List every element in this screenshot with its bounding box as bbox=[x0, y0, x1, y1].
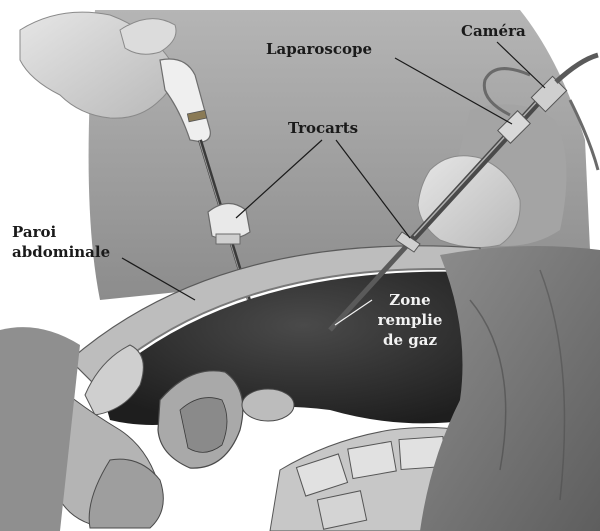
label-gas-zone-line1: Zone bbox=[364, 290, 456, 310]
label-laparoscope: Laparoscope bbox=[266, 40, 372, 58]
label-trocarts: Trocarts bbox=[288, 119, 358, 137]
label-gas-zone-line3: de gaz bbox=[364, 330, 456, 350]
label-abdominal-wall: Paroi abdominale bbox=[12, 222, 110, 262]
organ-uterus-inner bbox=[180, 398, 227, 453]
trocar-left-base bbox=[216, 234, 240, 244]
label-camera: Caméra bbox=[461, 22, 526, 40]
label-abdominal-wall-line1: Paroi bbox=[12, 222, 110, 242]
label-gas-zone: Zone remplie de gaz bbox=[364, 290, 456, 350]
organ-ovary bbox=[242, 389, 294, 421]
label-abdominal-wall-line2: abdominale bbox=[12, 242, 110, 262]
label-gas-zone-line2: remplie bbox=[364, 310, 456, 330]
